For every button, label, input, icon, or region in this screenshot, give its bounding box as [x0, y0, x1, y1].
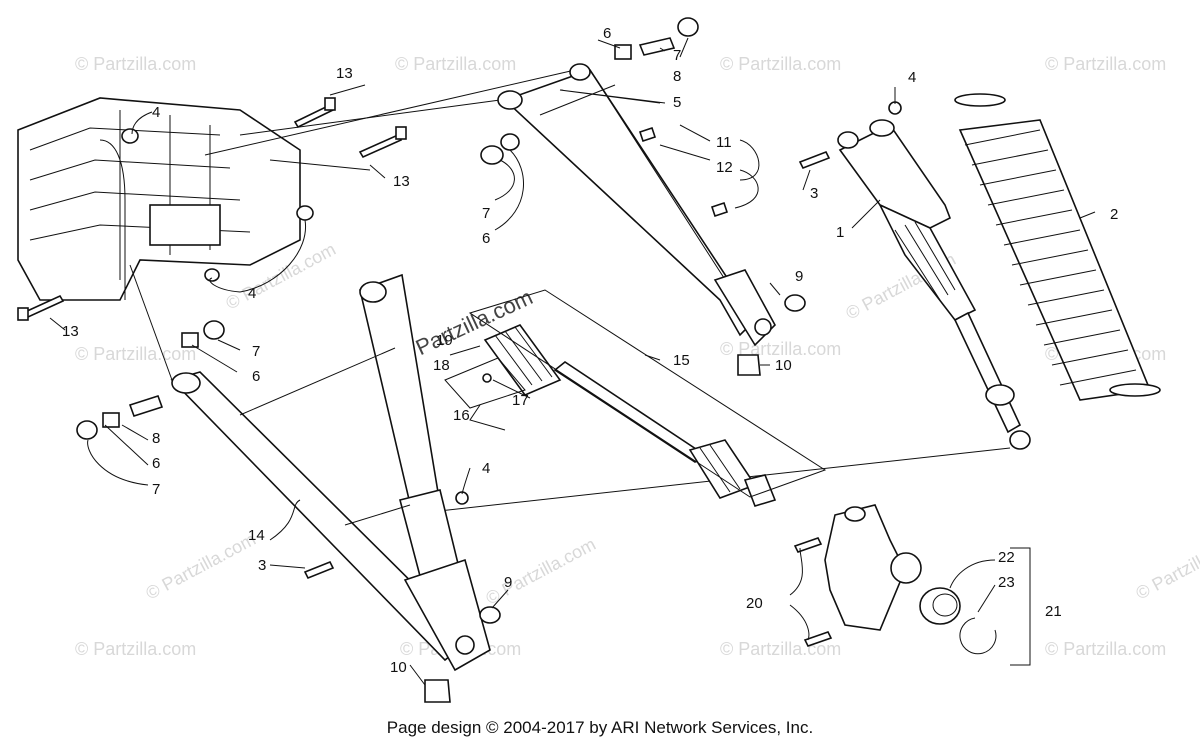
- callout-14: 14: [248, 527, 265, 544]
- callout-9: 9: [504, 574, 512, 591]
- lower-a-arm: [170, 273, 491, 672]
- callout-7: 7: [152, 481, 160, 498]
- coil-spring: [954, 93, 1161, 401]
- watermark: © Partzilla.com: [142, 529, 258, 604]
- callout-6: 6: [152, 455, 160, 472]
- callout-4: 4: [248, 285, 256, 302]
- frame-chassis: [17, 97, 301, 301]
- callout-21: 21: [1045, 603, 1062, 620]
- callout-13: 13: [62, 323, 79, 340]
- callout-4: 4: [482, 460, 490, 477]
- watermark: © Partzilla.com: [1132, 529, 1200, 604]
- watermark: © Partzilla.com: [395, 54, 516, 74]
- watermark: © Partzilla.com: [1045, 54, 1166, 74]
- callout-6: 6: [252, 368, 260, 385]
- callout-2: 2: [1110, 206, 1118, 223]
- steering-knuckle: [824, 504, 997, 655]
- callout-16: 16: [453, 407, 470, 424]
- bolts: [17, 97, 833, 647]
- copyright-footer: Page design © 2004-2017 by ARI Network S…: [386, 718, 814, 737]
- lower-arm-hardware: [76, 320, 501, 703]
- callout-8: 8: [673, 68, 681, 85]
- callout-10: 10: [390, 659, 407, 676]
- callout-3: 3: [810, 185, 818, 202]
- callout-6: 6: [603, 25, 611, 42]
- watermark: © Partzilla.com: [75, 54, 196, 74]
- callout-7: 7: [482, 205, 490, 222]
- callout-7: 7: [673, 47, 681, 64]
- watermark: © Partzilla.com: [482, 534, 598, 609]
- leader-lines: [49, 37, 1096, 686]
- upper-arm-hardware: [121, 17, 902, 376]
- callout-8: 8: [152, 430, 160, 447]
- watermark: © Partzilla.com: [75, 344, 196, 364]
- shock-absorber: [837, 119, 1031, 450]
- watermark: © Partzilla.com: [75, 639, 196, 659]
- callout-18: 18: [433, 357, 450, 374]
- callout-7: 7: [252, 343, 260, 360]
- watermark: © Partzilla.com: [720, 54, 841, 74]
- callout-17: 17: [512, 392, 529, 409]
- callout-19: 19: [436, 332, 453, 349]
- callout-15: 15: [673, 352, 690, 369]
- watermark: © Partzilla.com: [1045, 639, 1166, 659]
- callout-labels: 1 2 3 3 4 4 4 4 5 6 6 6 6 7 7 7 7 8 8 9 …: [62, 25, 1118, 676]
- callout-20: 20: [746, 595, 763, 612]
- callout-3: 3: [258, 557, 266, 574]
- drive-shaft: [444, 289, 827, 507]
- callout-4: 4: [152, 104, 160, 121]
- callout-13: 13: [336, 65, 353, 82]
- callout-10: 10: [775, 357, 792, 374]
- watermark: © Partzilla.com: [720, 639, 841, 659]
- callout-5: 5: [673, 94, 681, 111]
- callout-11: 11: [716, 134, 732, 151]
- callout-23: 23: [998, 574, 1015, 591]
- callout-13: 13: [393, 173, 410, 190]
- upper-a-arm: [497, 63, 776, 347]
- callout-4: 4: [908, 69, 916, 86]
- callout-1: 1: [836, 224, 844, 241]
- callout-6: 6: [482, 230, 490, 247]
- callout-9: 9: [795, 268, 803, 285]
- watermark: © Partzilla.com: [720, 339, 841, 359]
- callout-22: 22: [998, 549, 1015, 566]
- callout-12: 12: [716, 159, 733, 176]
